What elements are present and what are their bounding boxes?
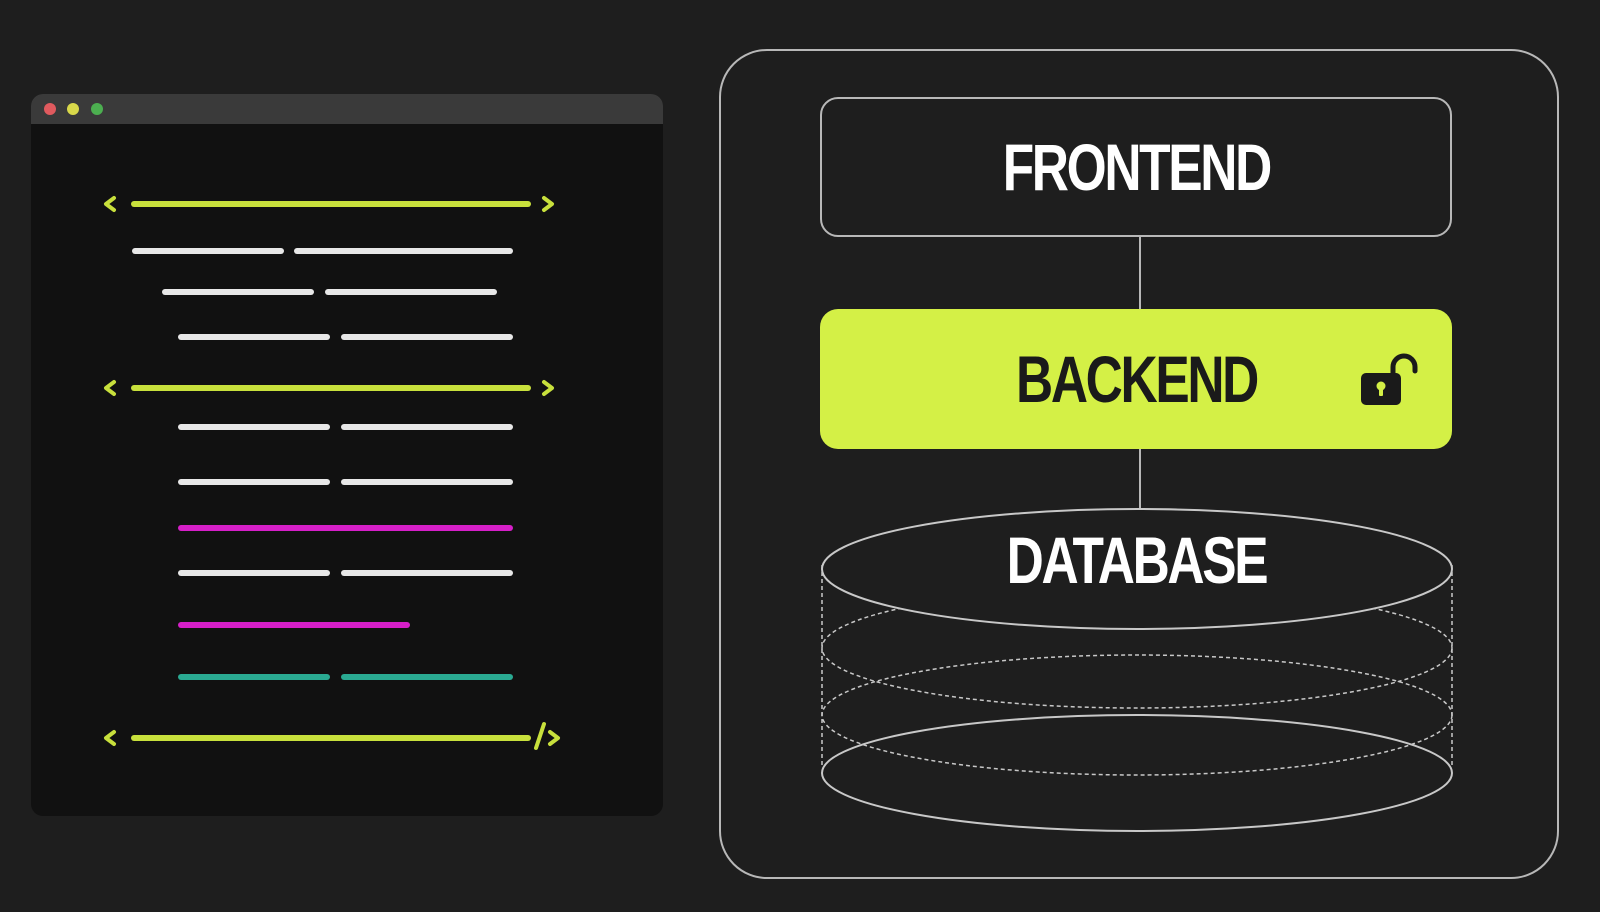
backend-database-connector (1139, 449, 1141, 509)
backend-label: BACKEND (1015, 342, 1258, 416)
database-label: DATABASE (1006, 523, 1268, 597)
database-label-wrap: DATABASE (820, 522, 1452, 598)
architecture-frame (719, 49, 1559, 879)
code-lines-icon (104, 196, 560, 750)
minimize-dot-icon[interactable] (67, 103, 79, 115)
window-titlebar (31, 94, 663, 124)
backend-layer[interactable]: BACKEND (820, 309, 1452, 449)
unlocked-padlock-icon (1361, 353, 1418, 405)
maximize-dot-icon[interactable] (91, 103, 103, 115)
code-editor-window (31, 94, 663, 816)
frontend-label: FRONTEND (1002, 130, 1272, 204)
frontend-backend-connector (1139, 237, 1141, 309)
close-dot-icon[interactable] (44, 103, 56, 115)
frontend-layer[interactable]: FRONTEND (820, 97, 1452, 237)
database-cylinder-icon (821, 508, 1453, 832)
